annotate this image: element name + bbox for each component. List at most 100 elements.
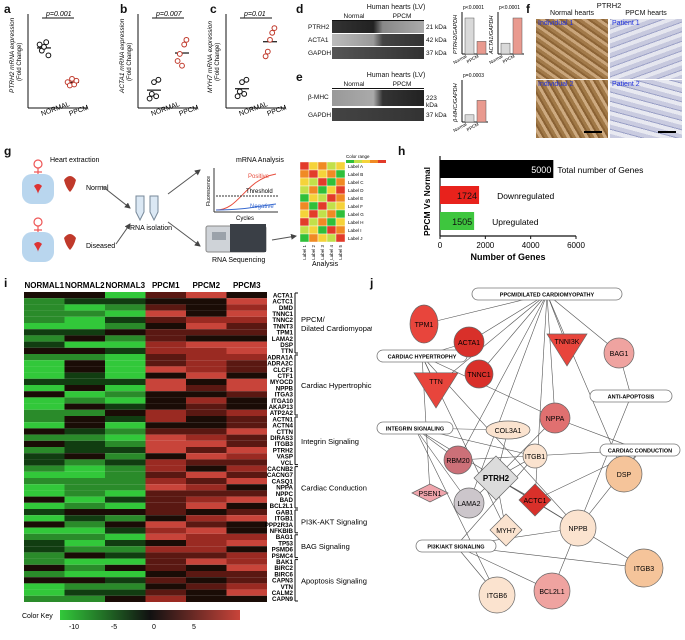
- quant-pvalue: p<0.0001: [499, 5, 520, 11]
- heatmap-cell: [145, 502, 186, 509]
- heatmap-cell: [186, 515, 227, 522]
- panel-b-point: [174, 58, 181, 64]
- heatmap-cell: [145, 409, 186, 416]
- panel-a-ylabel: PTRH2 mRNA expression: [9, 17, 16, 93]
- heatmap-cell: [24, 434, 65, 441]
- h-xtick: 6000: [567, 241, 585, 250]
- quant-xlabel: Normal: [488, 54, 503, 66]
- quant-bar: [476, 100, 487, 123]
- heatmap-cell: [105, 341, 146, 348]
- heatmap-cell: [105, 502, 146, 509]
- heatmap-cell: [186, 552, 227, 559]
- heatmap-cell: [186, 571, 227, 578]
- heatmap-gene-label: PSMD6: [272, 547, 294, 554]
- heatmap-cell: [186, 521, 227, 528]
- quant-xlabel: PPCM: [466, 53, 480, 64]
- heatmap-cell: [24, 366, 65, 373]
- heatmap-cell: [145, 447, 186, 454]
- blot-band-acta1: [332, 34, 424, 46]
- heatmap-cell: [226, 521, 267, 528]
- mini-heatmap-col-label: Label 5: [338, 245, 343, 260]
- blot-band-ptrh2: [332, 21, 424, 33]
- network-node: [489, 513, 523, 547]
- heatmap-column-header: NORMAL1: [24, 281, 64, 290]
- panel-a-point: [41, 44, 47, 50]
- network-hub-label: PPCM/DILATED CARDIOMYOPATHY: [500, 293, 595, 299]
- heatmap-cell: [64, 323, 105, 330]
- heatmap-gene-label: VTN: [281, 584, 294, 591]
- heatmap-cell: [105, 546, 146, 553]
- network-edge: [468, 293, 548, 504]
- heatmap-cell: [105, 447, 146, 454]
- heatmap-cell: [186, 409, 227, 416]
- histology-col-normal: Normal hearts: [550, 10, 594, 17]
- heatmap-gene-label: CAPN9: [272, 596, 294, 603]
- heatmap-cell: [24, 447, 65, 454]
- network-node: [546, 333, 588, 367]
- heatmap-cell: [186, 509, 227, 516]
- heatmap-cell: [24, 310, 65, 317]
- heatmap-gene-label: BAD: [280, 497, 294, 504]
- panel-c-point: [239, 79, 245, 86]
- heatmap-cell: [105, 366, 146, 373]
- heatmap-cell: [145, 292, 186, 299]
- quant-pvalue: p<0.0001: [463, 5, 484, 11]
- network-node-label: BAG1: [610, 351, 629, 358]
- heatmap-cell: [226, 298, 267, 305]
- heatmap-gene-label: TNNT3: [273, 323, 293, 330]
- heatmap-cell: [145, 558, 186, 565]
- heatmap-cell: [105, 316, 146, 323]
- heatmap-cell: [186, 434, 227, 441]
- mini-heatmap-col-label: Label 2: [311, 245, 316, 260]
- heatmap-cell: [226, 434, 267, 441]
- h-bar-value: 1505: [452, 217, 472, 227]
- network-node: [605, 455, 643, 493]
- network-node-label: COL3A1: [495, 428, 522, 435]
- panel-a-point: [45, 52, 52, 59]
- panel-b-label: b: [120, 2, 128, 16]
- fluorescence-label: Fluorescence: [206, 176, 212, 206]
- heatmap-cell: [105, 509, 146, 516]
- heatmap-cell: [186, 397, 227, 404]
- heatmap-group-label: Cardiac Conduction: [301, 483, 367, 492]
- heatmap-cell: [186, 595, 227, 602]
- h-bar-value: 1724: [457, 191, 477, 201]
- network-hub: [471, 287, 623, 301]
- heatmap-gene-label: CACNB2: [267, 466, 293, 473]
- quant-ylabel: ACTA1/GAPDH: [489, 16, 495, 55]
- heatmap-cell: [64, 533, 105, 540]
- blot-band-gapdh: [332, 47, 424, 59]
- heatmap-cell: [226, 323, 267, 330]
- heatmap-cell: [64, 471, 105, 478]
- heatmap-cell: [145, 391, 186, 398]
- heatmap-gene-label: PTRH2: [273, 447, 294, 454]
- network-node-label: ITGB6: [487, 593, 507, 600]
- heatmap-cell: [64, 347, 105, 354]
- quant-xlabel: PPCM: [502, 53, 516, 64]
- network-hub-label: CARDIAC CONDUCTION: [608, 449, 672, 455]
- heatmap-cell: [145, 571, 186, 578]
- heatmap-cell: [186, 533, 227, 540]
- heart-icon-diseased: [64, 234, 76, 250]
- panel-c-point: [236, 88, 243, 95]
- blot-e-title: Human hearts (LV): [366, 72, 426, 79]
- heatmap-cell: [105, 564, 146, 571]
- heatmap-cell: [186, 378, 227, 385]
- heatmap-cell: [105, 372, 146, 379]
- color-key-tick: -5: [111, 624, 117, 631]
- mini-heatmap-col-label: Label 3: [320, 245, 325, 260]
- quant-pvalue: p=0.0003: [463, 73, 484, 79]
- heatmap-cell: [64, 292, 105, 299]
- network-edge: [414, 427, 470, 504]
- heatmap-cell: [186, 422, 227, 429]
- network-node: [411, 483, 449, 503]
- heatmap-gene-label: DSP: [280, 342, 293, 349]
- heatmap-cell: [64, 515, 105, 522]
- mini-heatmap-row-label: Label G: [348, 212, 364, 217]
- heatmap-cell: [186, 484, 227, 491]
- heatmap-gene-label: NPPC: [276, 491, 294, 498]
- person-icon-normal: [22, 159, 54, 204]
- blot-band-bmhc: [332, 90, 424, 106]
- network-hub: [599, 443, 681, 457]
- heatmap-cell: [105, 422, 146, 429]
